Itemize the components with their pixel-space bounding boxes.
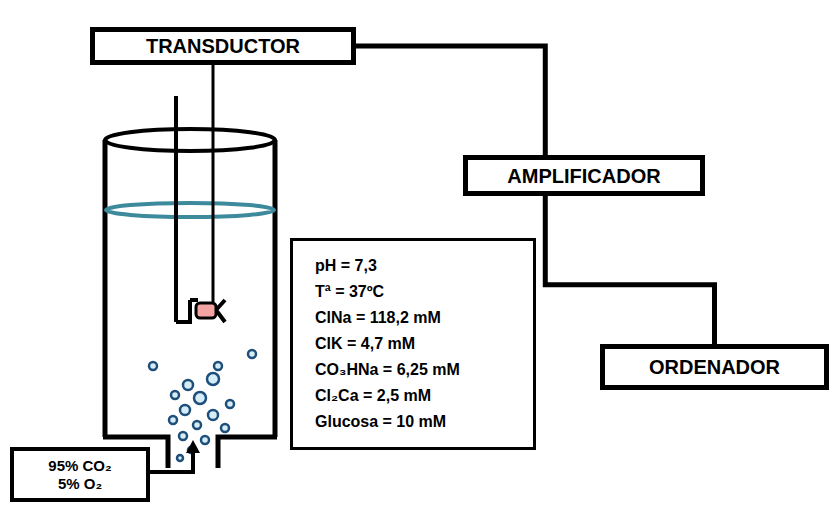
bath-wall	[273, 140, 278, 437]
box-label: TRANSDUCTOR	[146, 34, 300, 58]
box-label: 95% CO₂	[48, 457, 111, 475]
signal-wire	[356, 46, 545, 155]
box-label: ORDENADOR	[649, 355, 780, 379]
solution-parameter: Tª = 37ºC	[315, 279, 519, 305]
bath-rim	[105, 129, 275, 151]
tissue-hook	[176, 300, 225, 322]
box-label: 5% O₂	[58, 475, 102, 493]
solution-parameter: CO₃HNa = 6,25 mM	[315, 357, 519, 383]
holder-rod	[174, 96, 178, 322]
solution-box: pH = 7,3Tª = 37ºCClNa = 118,2 mMClK = 4,…	[290, 238, 536, 450]
tissue	[196, 303, 216, 318]
transducer-box: TRANSDUCTOR	[90, 27, 356, 65]
liquid-level	[106, 203, 274, 217]
box-label: AMPLIFICADOR	[507, 164, 660, 188]
transducer-thread	[212, 56, 215, 304]
bath-wall	[103, 140, 108, 437]
signal-wire	[545, 196, 714, 344]
gas-inlet-arrowhead	[186, 440, 200, 453]
solution-parameter: pH = 7,3	[315, 253, 519, 279]
solution-parameter: ClNa = 118,2 mM	[315, 305, 519, 331]
solution-parameter: Glucosa = 10 mM	[315, 409, 519, 435]
solution-parameter: ClK = 4,7 mM	[315, 331, 519, 357]
gas-bubbles	[149, 350, 256, 461]
amplifier-box: AMPLIFICADOR	[463, 155, 705, 196]
solution-parameter: Cl₂Ca = 2,5 mM	[315, 383, 519, 409]
computer-box: ORDENADOR	[600, 344, 829, 390]
gas-inlet-line	[150, 452, 193, 472]
gas-box: 95% CO₂5% O₂	[10, 447, 150, 502]
